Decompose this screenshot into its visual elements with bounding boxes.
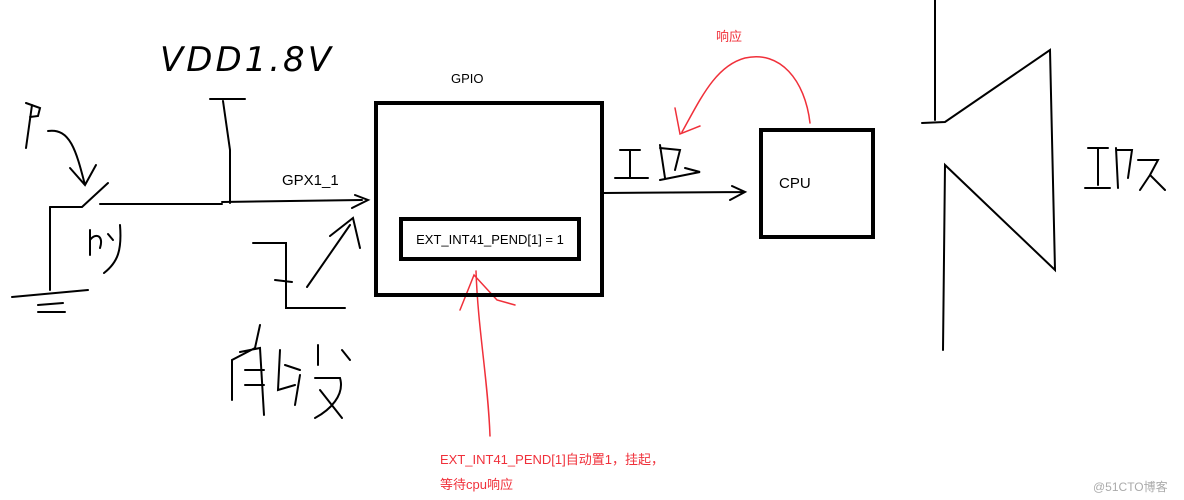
cpu-block: CPU <box>759 128 875 239</box>
ground-wire <box>11 206 89 313</box>
handwriting-press-left <box>25 102 42 149</box>
watermark: @51CTO博客 <box>1093 480 1168 494</box>
handwriting-press <box>89 224 122 274</box>
response-arrow <box>674 55 811 136</box>
gpio-block <box>374 101 604 297</box>
pend-register-box: EXT_INT41_PEND[1] = 1 <box>399 217 581 261</box>
pin-label: GPX1_1 <box>282 172 339 189</box>
handwriting-interrupt-middle <box>614 144 701 181</box>
register-arrow <box>459 270 516 437</box>
handwriting-trigger <box>231 324 351 419</box>
voltage-handwriting: VDD1.8V <box>160 40 334 80</box>
falling-edge-waveform <box>252 216 361 309</box>
vdd-rail <box>209 98 246 204</box>
note-line-1: EXT_INT41_PEND[1]自动置1，挂起， <box>440 452 664 467</box>
handwriting-interrupt-right <box>1084 147 1166 191</box>
cpu-label: CPU <box>779 175 811 192</box>
press-arrow <box>47 129 97 187</box>
switch <box>49 182 223 208</box>
register-label: EXT_INT41_PEND[1] = 1 <box>416 231 564 247</box>
gpio-to-cpu-arrow <box>602 185 748 201</box>
signal-right <box>921 0 1057 351</box>
response-label: 响应 <box>716 29 743 44</box>
gpx1-line <box>221 194 371 209</box>
gpio-label: GPIO <box>451 71 484 86</box>
note-line-2: 等待cpu响应 <box>440 477 513 492</box>
